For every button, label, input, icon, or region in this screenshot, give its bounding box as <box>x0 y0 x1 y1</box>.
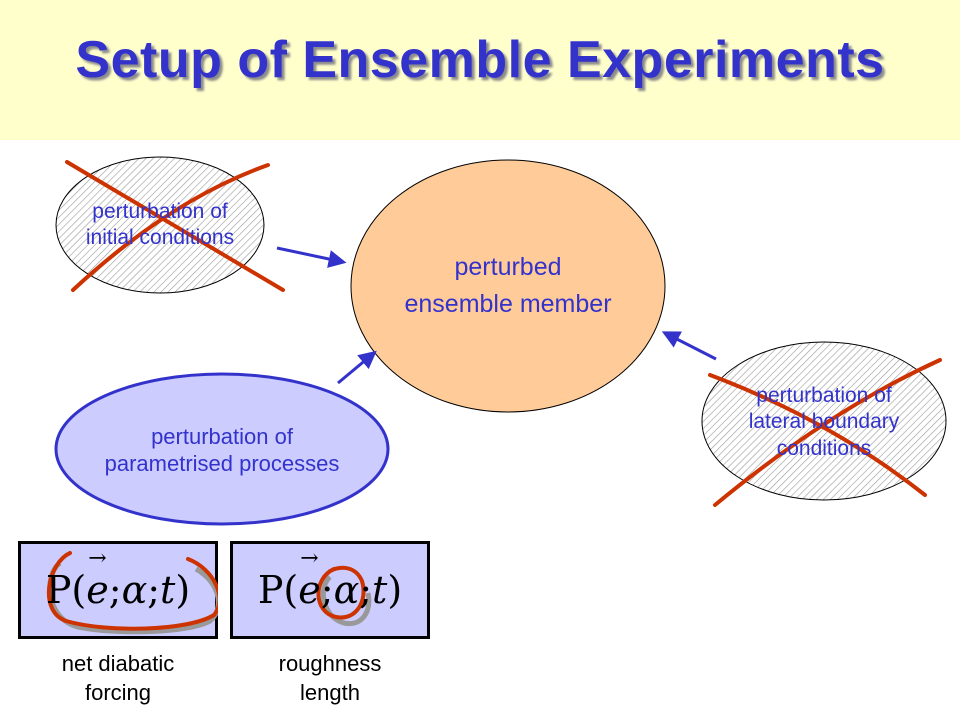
slide-title: Setup of Ensemble Experiments <box>75 31 885 89</box>
formula-right-head: P( <box>257 568 299 612</box>
arrow-lateral-to-member <box>661 331 717 361</box>
formula-right-sep2: ; <box>359 568 373 612</box>
initial-conditions-line1: perturbation of <box>92 199 228 223</box>
title-banner <box>0 0 960 140</box>
ensemble-member-label: perturbed ensemble member <box>351 240 665 332</box>
ensemble-member-line1: perturbed <box>454 252 562 281</box>
caption-roughness-line1: roughness <box>278 651 382 676</box>
caption-roughness-line2: length <box>300 679 360 705</box>
formula-left: P(e;α;t) <box>46 568 190 612</box>
formula-box-roughness: P(e;α;t) <box>230 541 430 639</box>
formula-right-t: t <box>372 568 388 612</box>
lateral-boundary-line1: perturbation of <box>756 384 892 408</box>
arrow-initial-to-member <box>276 246 347 268</box>
formula-right-sep1: ; <box>320 568 334 612</box>
parametrised-processes-ellipse <box>54 372 390 526</box>
initial-conditions-label: perturbation of initial conditions <box>56 190 264 260</box>
formula-right-vector: e <box>298 568 321 612</box>
lateral-boundary-line2: lateral boundary <box>748 410 900 434</box>
cross-lateral-boundary <box>708 358 942 507</box>
formula-left-alpha: α <box>121 568 148 612</box>
ensemble-member-ellipse <box>350 159 666 413</box>
formula-right-close: ) <box>387 568 403 612</box>
initial-conditions-line2: initial conditions <box>85 226 235 249</box>
lateral-boundary-ellipse <box>701 341 947 501</box>
formula-box-net-diabatic: P(e;α;t) <box>18 541 218 639</box>
cross-initial-conditions <box>65 160 285 292</box>
formula-left-close: ) <box>175 568 191 612</box>
lateral-boundary-label: perturbation of lateral boundary conditi… <box>702 375 946 470</box>
formula-left-sep2: ; <box>147 568 161 612</box>
ensemble-member-line2: ensemble member <box>404 290 612 318</box>
parametrised-processes-line1: perturbation of <box>151 423 293 449</box>
formula-left-sep1: ; <box>108 568 122 612</box>
formula-right-alpha: α <box>333 568 360 612</box>
lateral-boundary-line3: conditions <box>776 436 872 460</box>
parametrised-processes-label: perturbation of parametrised processes <box>56 414 388 486</box>
formula-left-vector: e <box>86 568 109 612</box>
caption-net-diabatic-line1: net diabatic <box>61 651 175 676</box>
formula-highlight-left <box>46 551 218 635</box>
caption-roughness: roughness length <box>230 650 430 707</box>
formula-left-head: P( <box>45 568 87 612</box>
parametrised-processes-line2: parametrised processes <box>104 451 340 476</box>
caption-net-diabatic: net diabatic forcing <box>18 650 218 707</box>
formula-left-t: t <box>160 568 176 612</box>
formula-right: P(e;α;t) <box>258 568 402 612</box>
caption-net-diabatic-line2: forcing <box>84 679 152 705</box>
arrow-parametrised-to-member <box>337 350 377 385</box>
